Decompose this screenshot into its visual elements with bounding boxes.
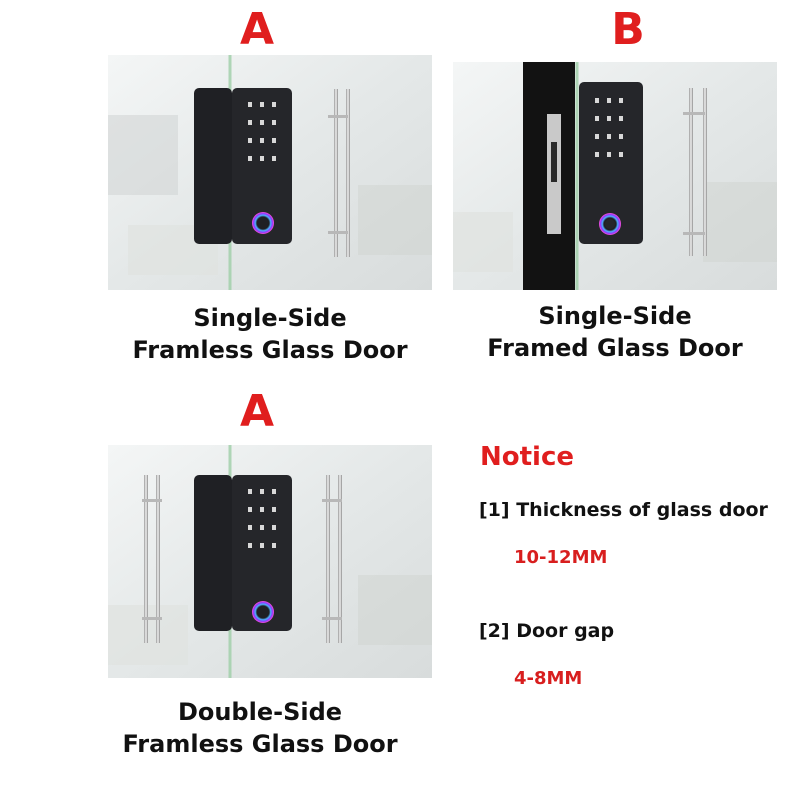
notice-title: Notice xyxy=(480,442,575,472)
caption-line-2: Framless Glass Door xyxy=(132,336,408,364)
panel-caption: Single-Side Framed Glass Door xyxy=(453,300,777,364)
variant-letter: A xyxy=(239,386,275,437)
smart-lock-icon xyxy=(579,82,643,244)
door-handle-icon xyxy=(328,89,350,257)
product-photo xyxy=(108,55,432,290)
caption-line-2: Framed Glass Door xyxy=(487,334,743,362)
notice-item-glass-thickness: [1] Thickness of glass door xyxy=(479,499,768,521)
door-handle-icon xyxy=(322,475,342,643)
product-photo xyxy=(453,62,777,290)
smart-lock-icon xyxy=(194,475,292,631)
door-handle-icon xyxy=(683,88,707,256)
door-handle-icon xyxy=(142,475,162,643)
product-photo xyxy=(108,445,432,678)
notice-value-glass-thickness: 10-12MM xyxy=(514,547,608,568)
caption-line-1: Double-Side xyxy=(177,698,343,726)
panel-caption: Single-Side Framless Glass Door xyxy=(108,302,432,366)
variant-letter: B xyxy=(611,4,645,55)
caption-line-2: Framless Glass Door xyxy=(122,730,398,758)
door-frame-icon xyxy=(523,62,579,290)
notice-item-door-gap: [2] Door gap xyxy=(479,620,615,642)
smart-lock-icon xyxy=(194,88,292,244)
caption-line-1: Single-Side xyxy=(193,304,347,332)
variant-letter: A xyxy=(239,4,275,55)
panel-caption: Double-Side Framless Glass Door xyxy=(98,696,422,760)
notice-value-door-gap: 4-8MM xyxy=(514,668,583,689)
caption-line-1: Single-Side xyxy=(538,302,692,330)
